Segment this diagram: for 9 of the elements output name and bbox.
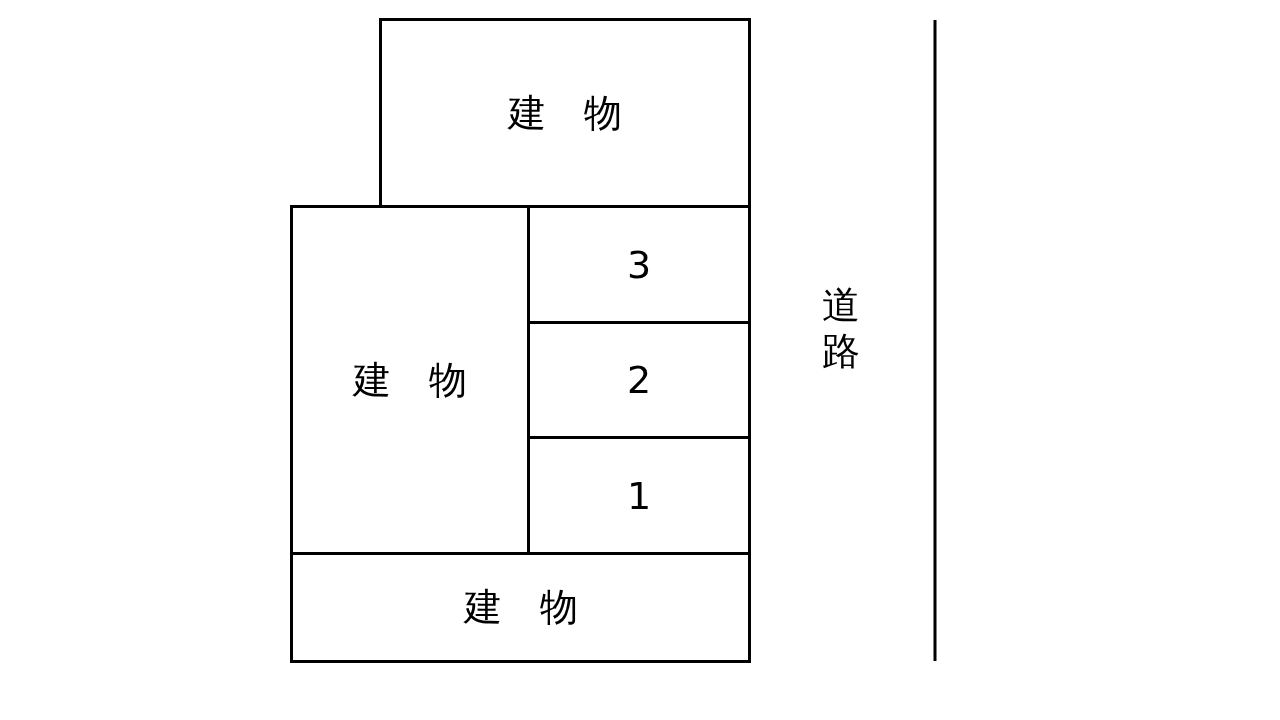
road-label: 道路	[822, 282, 861, 374]
building-label: 建 物	[508, 89, 622, 137]
building-label: 建 物	[463, 584, 578, 631]
building-area	[379, 18, 751, 208]
lot-number: 1	[626, 473, 652, 518]
building-label: 建 物	[353, 356, 467, 404]
lot-number: 2	[626, 358, 652, 402]
building-area	[290, 552, 751, 663]
lot-number: 3	[626, 242, 652, 287]
